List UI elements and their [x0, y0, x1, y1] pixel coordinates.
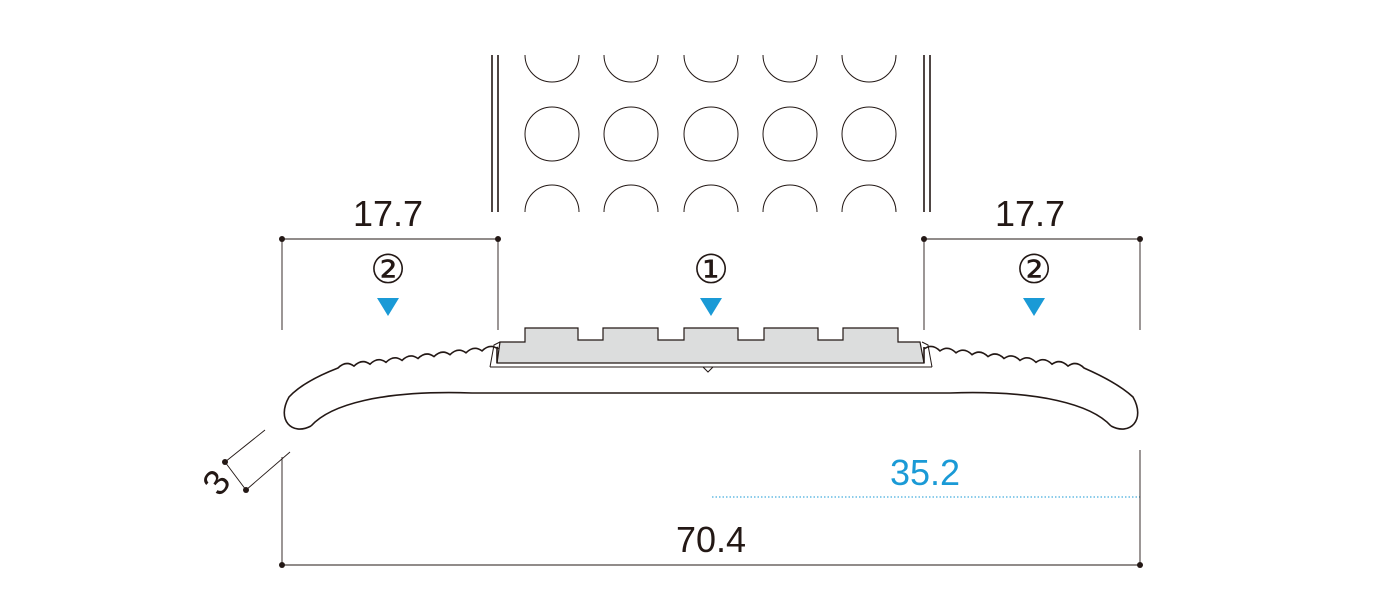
tactile-dot — [603, 184, 659, 213]
tactile-dot — [524, 184, 580, 213]
tactile-dots — [524, 54, 897, 213]
edge-radius-label: 3 — [194, 462, 239, 503]
tactile-dot — [683, 106, 739, 162]
marker-center: ① — [693, 247, 729, 316]
tactile-dot — [841, 106, 897, 162]
dimension-half: 35.2 — [712, 452, 1140, 498]
marker-center-label: ① — [693, 247, 729, 293]
tactile-dot — [762, 54, 818, 83]
right-width-label: 17.7 — [995, 193, 1065, 234]
tactile-dot — [524, 54, 580, 83]
tactile-dot — [841, 54, 897, 83]
insert-body — [496, 327, 925, 364]
tactile-panel — [491, 54, 931, 213]
left-width-label: 17.7 — [353, 193, 423, 234]
insert-strip — [489, 327, 933, 373]
tactile-dot — [603, 54, 659, 83]
marker-right: ② — [1016, 247, 1052, 316]
dimension-left: 17.7 — [279, 193, 501, 330]
total-width-label: 70.4 — [676, 519, 746, 560]
marker-left: ② — [370, 247, 406, 316]
tactile-dot — [683, 184, 739, 213]
dimension-right: 17.7 — [921, 193, 1143, 330]
tactile-dot — [841, 184, 897, 213]
triangle-down-icon — [377, 298, 399, 316]
marker-left-label: ② — [370, 247, 406, 293]
profile-outline — [283, 345, 1139, 430]
tactile-dot — [603, 106, 659, 162]
profile-inner-arch — [310, 391, 1112, 427]
marker-right-label: ② — [1016, 247, 1052, 293]
tactile-dot — [683, 54, 739, 83]
tactile-dot — [762, 106, 818, 162]
triangle-down-icon — [700, 298, 722, 316]
tactile-dot — [524, 106, 580, 162]
tactile-dot — [762, 184, 818, 213]
half-width-label: 35.2 — [890, 452, 960, 493]
triangle-down-icon — [1023, 298, 1045, 316]
dimension-total: 70.4 — [279, 450, 1143, 568]
edge-dimension: 3 — [194, 429, 291, 503]
nosing-profile — [283, 345, 1139, 430]
